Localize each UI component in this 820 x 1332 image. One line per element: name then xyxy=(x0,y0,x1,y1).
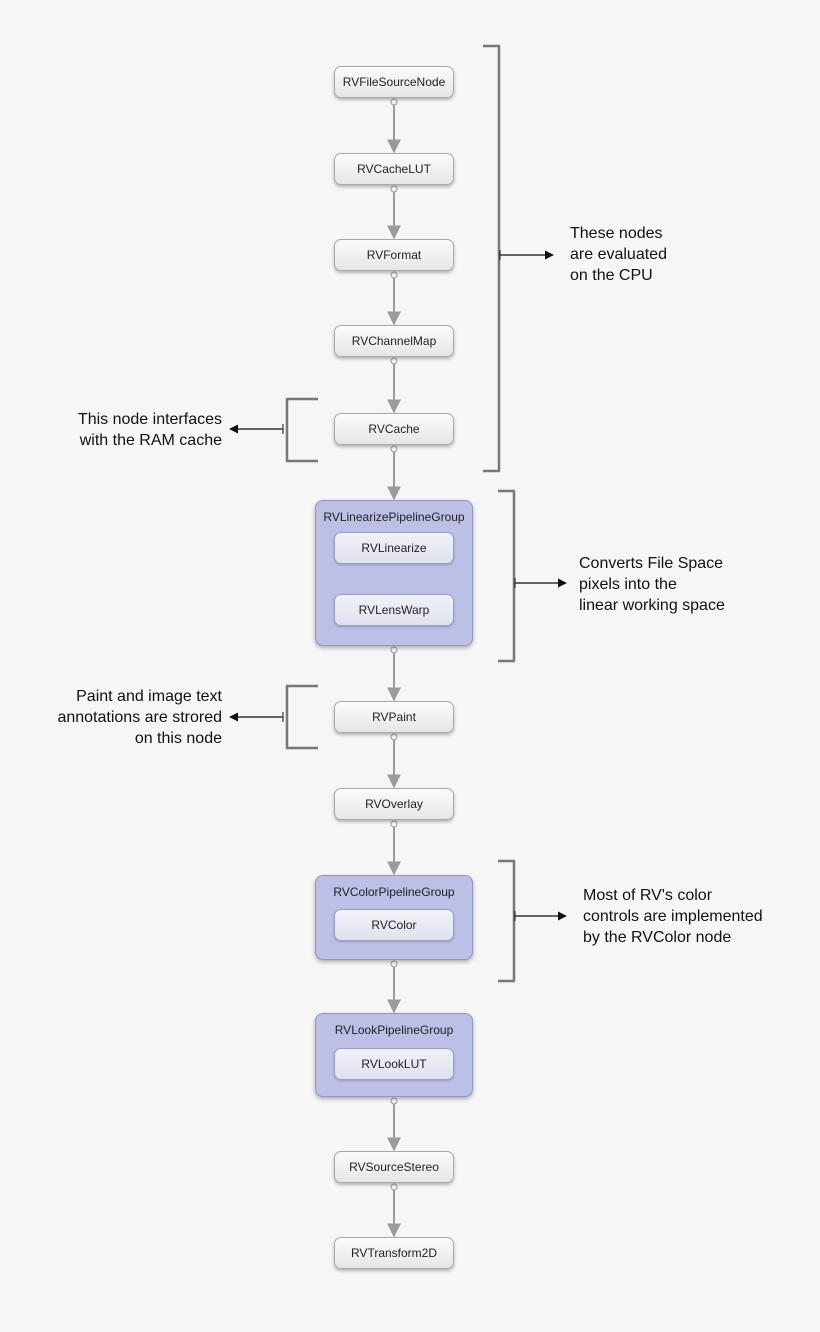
node-rvpaint: RVPaint xyxy=(334,701,454,733)
node-rvtransform2d: RVTransform2D xyxy=(334,1237,454,1269)
annotation-paint: Paint and image text annotations are str… xyxy=(57,688,222,747)
node-rvlooklut: RVLookLUT xyxy=(334,1048,454,1080)
node-rvformat: RVFormat xyxy=(334,239,454,271)
node-rvlinearize: RVLinearize xyxy=(334,532,454,564)
connector-port xyxy=(390,98,398,106)
connector-port xyxy=(390,1183,398,1191)
connector-port xyxy=(390,820,398,828)
annotation-cpu: These nodes are evaluated on the CPU xyxy=(570,225,667,284)
bracket-left xyxy=(285,397,318,463)
annotation-color: Most of RV's color controls are implemen… xyxy=(583,887,763,946)
connector-port xyxy=(390,960,398,968)
group-title: RVColorPipelineGroup xyxy=(333,885,455,899)
node-rvcachelut: RVCacheLUT xyxy=(334,153,454,185)
node-rvchannelmap: RVChannelMap xyxy=(334,325,454,357)
group-title: RVLookPipelineGroup xyxy=(334,1023,454,1037)
bracket-right xyxy=(498,859,516,983)
bracket-right xyxy=(483,44,501,473)
group-rvlinearizepipelinegroup: RVLinearizePipelineGroup RVLinearize RVL… xyxy=(315,500,473,646)
node-rvoverlay: RVOverlay xyxy=(334,788,454,820)
connector-port xyxy=(390,445,398,453)
node-rvsourcestereo: RVSourceStereo xyxy=(334,1151,454,1183)
group-title: RVLinearizePipelineGroup xyxy=(323,510,465,524)
node-rvcache: RVCache xyxy=(334,413,454,445)
connector-port xyxy=(390,185,398,193)
group-rvcolorpipelinegroup: RVColorPipelineGroup RVColor xyxy=(315,875,473,960)
node-rvlenswarp: RVLensWarp xyxy=(334,594,454,626)
annotation-ram-cache: This node interfaces with the RAM cache xyxy=(77,411,222,449)
bracket-right xyxy=(498,489,516,663)
bracket-left xyxy=(285,684,318,750)
connector-port xyxy=(390,357,398,365)
connector-port xyxy=(390,1097,398,1105)
node-rvfilesourcenode: RVFileSourceNode xyxy=(334,66,454,98)
annotation-linear: Converts File Space pixels into the line… xyxy=(579,555,725,614)
connector-port xyxy=(390,646,398,654)
connector-port xyxy=(390,271,398,279)
connector-port xyxy=(390,733,398,741)
node-rvcolor: RVColor xyxy=(334,909,454,941)
group-rvlookpipelinegroup: RVLookPipelineGroup RVLookLUT xyxy=(315,1013,473,1097)
